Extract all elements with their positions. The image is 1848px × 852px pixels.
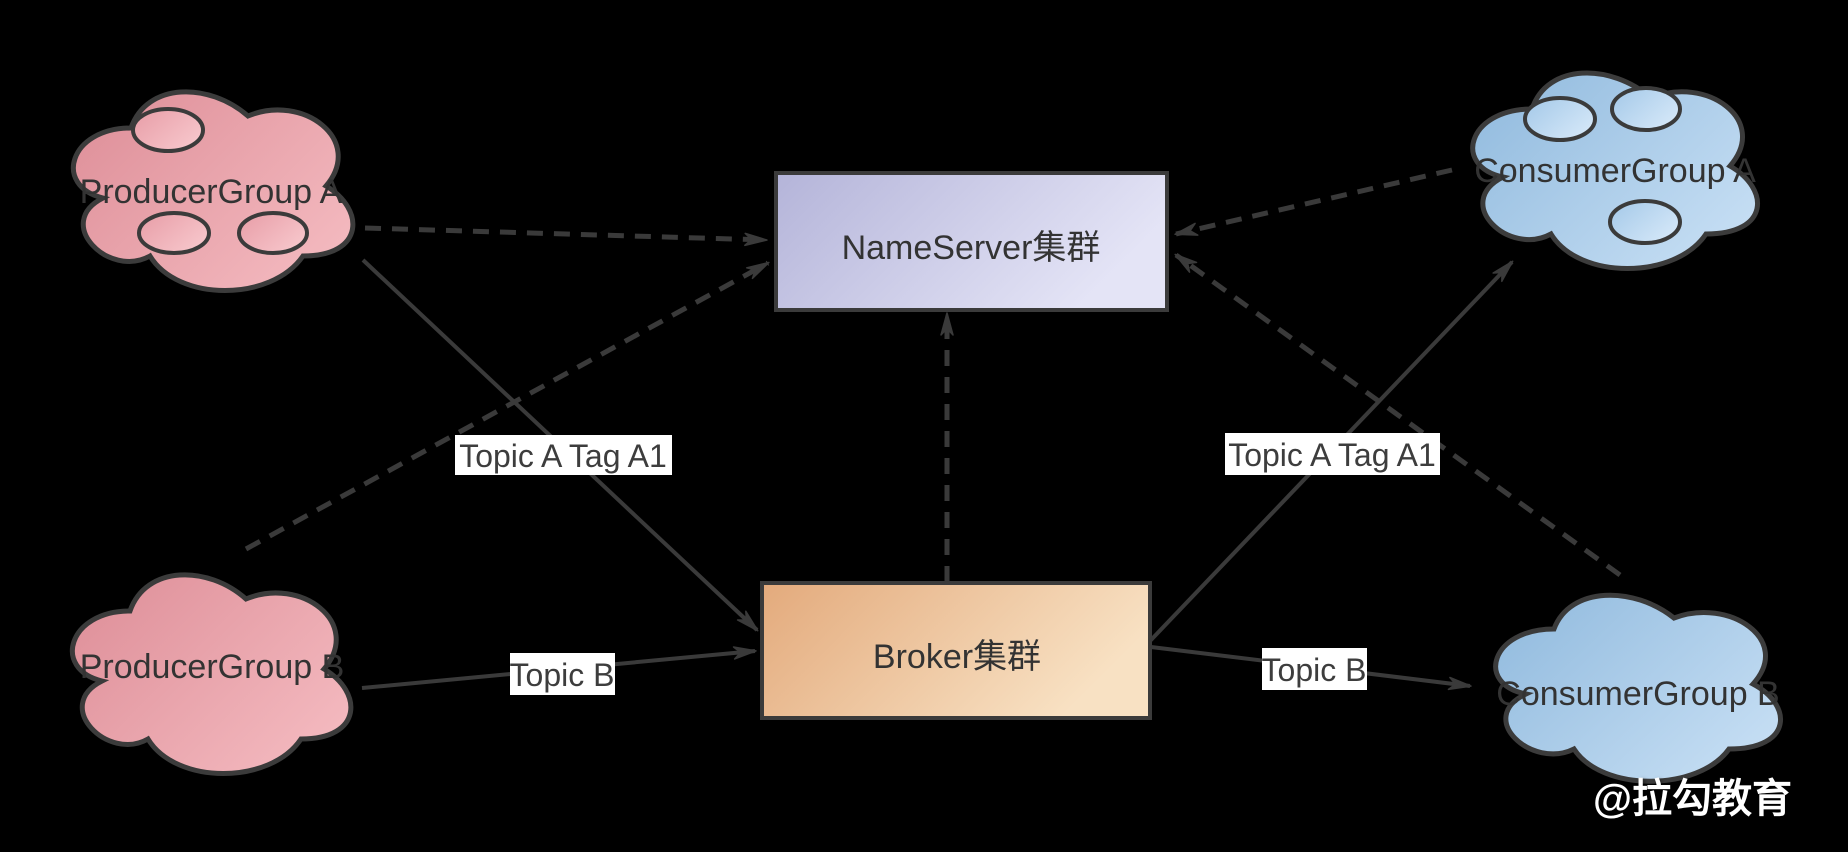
producer-a-instance-ellipse	[137, 211, 211, 255]
edge-consumer-a-to-nameserver	[1174, 167, 1453, 237]
name-server-box	[774, 171, 1169, 312]
consumer-a-instance-ellipse	[1523, 96, 1597, 142]
consumer-b-label: ConsumerGroup B	[1496, 675, 1779, 713]
edge-consumer-b-to-nameserver	[1174, 252, 1622, 578]
broker-box	[760, 581, 1152, 720]
consumer-b-cloud-shape	[1493, 592, 1783, 784]
producer-a-label: ProducerGroup A	[80, 173, 343, 211]
node-broker: Broker集群	[760, 581, 1152, 720]
broker-label: Broker集群	[873, 638, 1041, 676]
node-producer-group-b: ProducerGroup B	[70, 572, 354, 776]
consumer-a-instance-ellipse	[1610, 86, 1682, 132]
name-server-label: NameServer集群	[842, 229, 1101, 267]
edge-label-text: Topic B	[1262, 652, 1367, 688]
consumer-a-label: ConsumerGroup A	[1474, 152, 1756, 190]
edge-label-text: Topic B	[510, 657, 615, 693]
edge-label-bg	[1225, 433, 1440, 475]
edge-producer-b-to-nameserver	[244, 260, 770, 552]
producer-a-instance-ellipse	[131, 107, 205, 153]
node-name-server: NameServer集群	[774, 171, 1169, 312]
producer-b-label: ProducerGroup B	[80, 648, 345, 686]
node-consumer-group-a: ConsumerGroup A	[1470, 70, 1760, 271]
edge-label-bg	[455, 435, 672, 475]
edge-label-bg	[1262, 648, 1367, 690]
edge-label-text: Topic A Tag A1	[459, 438, 667, 474]
edge-label-text: Topic A Tag A1	[1228, 437, 1436, 473]
edge-producer-a-to-nameserver	[364, 225, 768, 247]
node-producer-group-a: ProducerGroup A	[71, 89, 356, 293]
edge-label-bg	[510, 653, 615, 695]
edge-label-topic-a-left: Topic A Tag A1	[455, 435, 672, 475]
edge-label-topic-b-right: Topic B	[1262, 648, 1367, 690]
node-consumer-group-b: ConsumerGroup B	[1493, 592, 1783, 784]
producer-a-instance-ellipse	[237, 211, 309, 255]
edge-label-topic-b-left: Topic B	[510, 653, 615, 695]
producer-b-cloud-shape	[70, 572, 354, 776]
watermark-text: @拉勾教育	[1593, 777, 1792, 821]
consumer-a-instance-ellipse	[1608, 199, 1682, 245]
edge-label-topic-a-right: Topic A Tag A1	[1225, 433, 1440, 475]
